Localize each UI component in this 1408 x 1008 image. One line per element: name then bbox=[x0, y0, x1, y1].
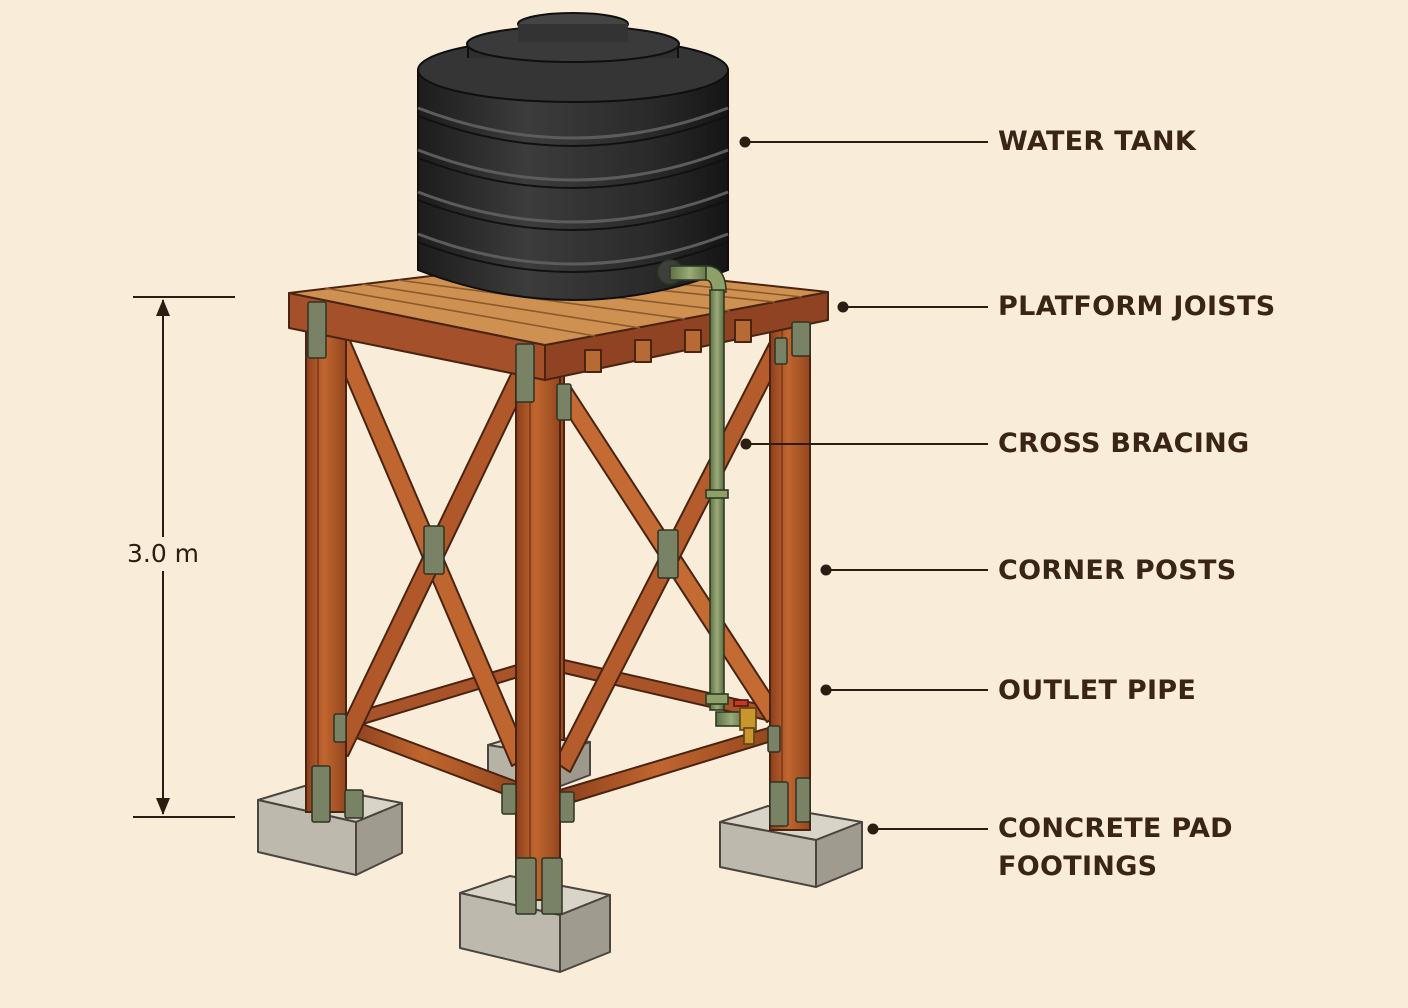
label-water-tank: WATER TANK bbox=[998, 126, 1197, 157]
label-footings-line2: FOOTINGS bbox=[998, 851, 1158, 882]
label-footings-line1: CONCRETE PAD bbox=[998, 813, 1233, 844]
label-cross-bracing: CROSS BRACING bbox=[998, 428, 1250, 459]
label-platform-joists: PLATFORM JOISTS bbox=[998, 291, 1276, 322]
label-corner-posts: CORNER POSTS bbox=[998, 555, 1237, 586]
platform-joists bbox=[584, 319, 752, 373]
outlet-pipe bbox=[657, 259, 757, 745]
post-front bbox=[515, 339, 561, 901]
post-right bbox=[769, 317, 811, 831]
tap-icon bbox=[733, 699, 757, 745]
footing-right bbox=[719, 805, 863, 888]
pipe-vertical bbox=[709, 289, 725, 711]
label-outlet-pipe: OUTLET PIPE bbox=[998, 675, 1197, 706]
water-tank bbox=[417, 12, 729, 301]
metal-brackets bbox=[307, 301, 811, 915]
corner-posts bbox=[305, 299, 811, 901]
leader-lines bbox=[739, 136, 988, 835]
label-concrete-pad-footings: CONCRETE PAD FOOTINGS bbox=[998, 810, 1233, 886]
footing-left bbox=[257, 784, 403, 876]
height-dimension-label: 3.0 m bbox=[118, 537, 208, 571]
